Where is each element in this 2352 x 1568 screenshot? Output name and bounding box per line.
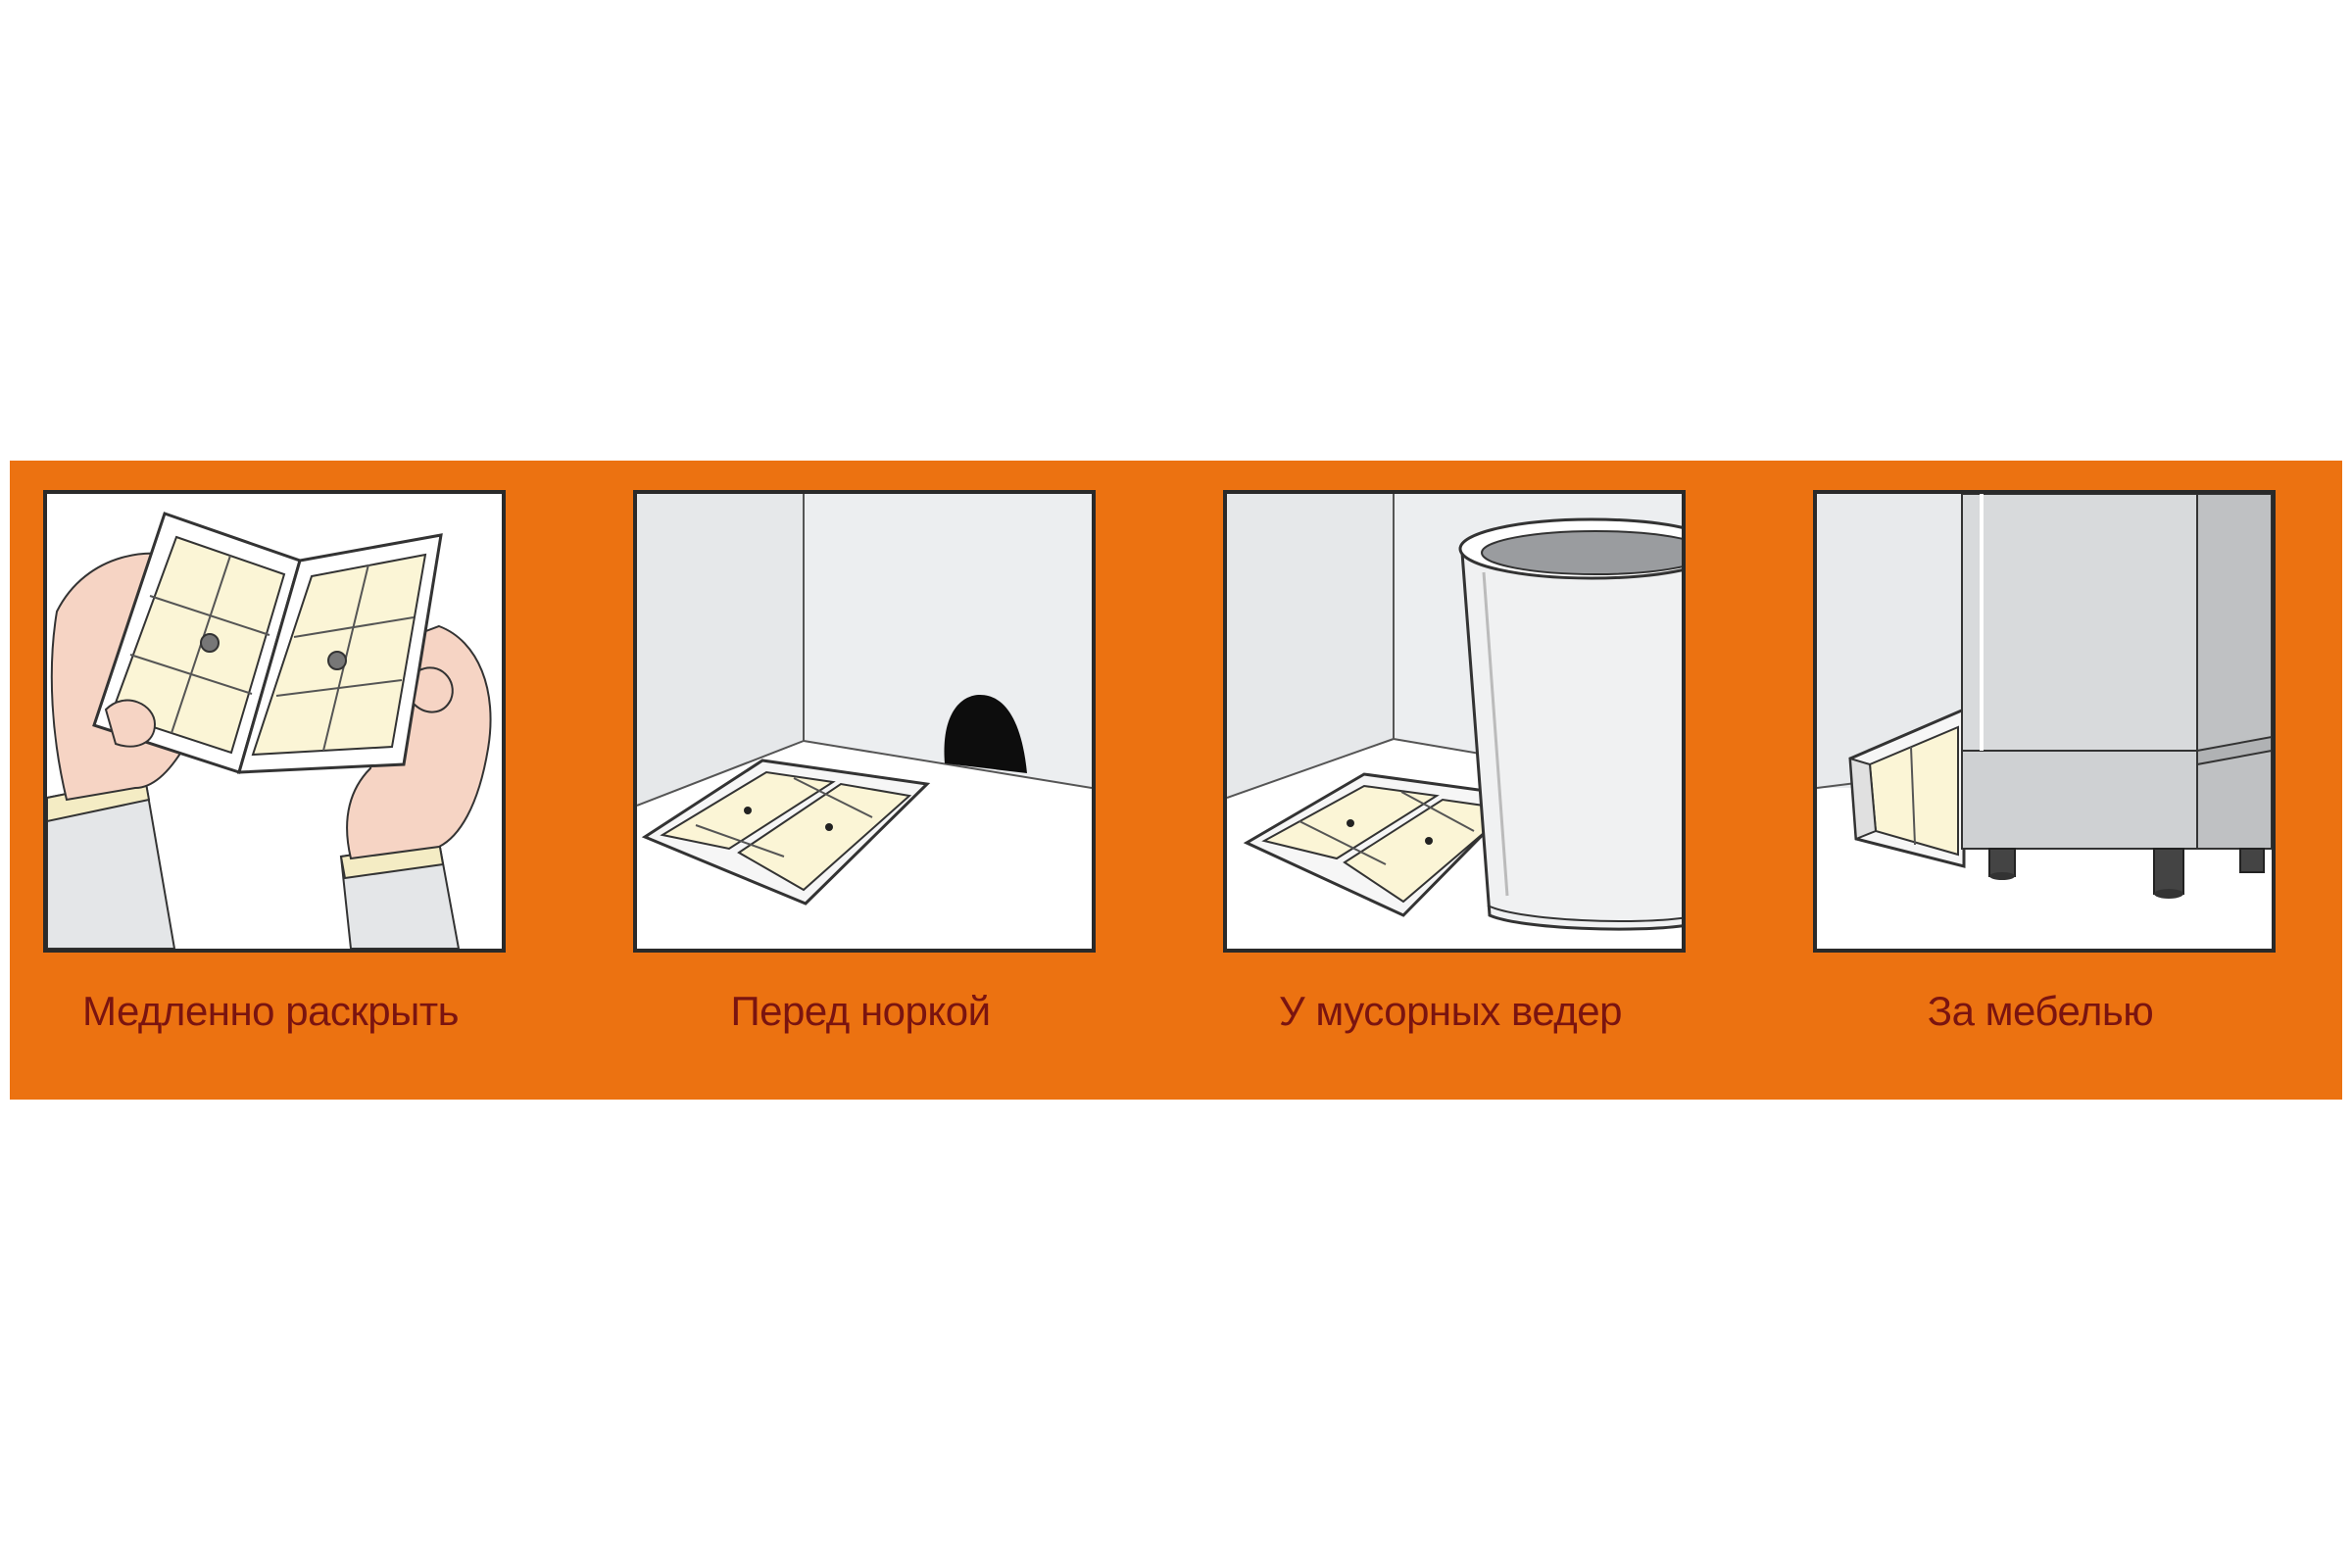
step-trash-bin-caption: У мусорных ведер <box>1279 988 1622 1034</box>
step-trash-bin-panel <box>1223 490 1686 953</box>
instructions-band: Медленно раскрыть Перед норкой У мусорны… <box>10 461 2342 1100</box>
mouse-hole-trap-icon <box>637 494 1092 949</box>
step-furniture-panel <box>1813 490 2276 953</box>
step-furniture-caption: За мебелью <box>1927 988 2154 1034</box>
step-open-panel <box>43 490 506 953</box>
trash-bin-trap-icon <box>1227 494 1682 949</box>
step-mouse-hole-panel <box>633 490 1096 953</box>
step-mouse-hole-caption: Перед норкой <box>730 988 991 1034</box>
step-open-caption: Медленно раскрыть <box>82 988 459 1034</box>
furniture-trap-icon <box>1817 494 2272 949</box>
open-trap-icon <box>47 494 502 949</box>
